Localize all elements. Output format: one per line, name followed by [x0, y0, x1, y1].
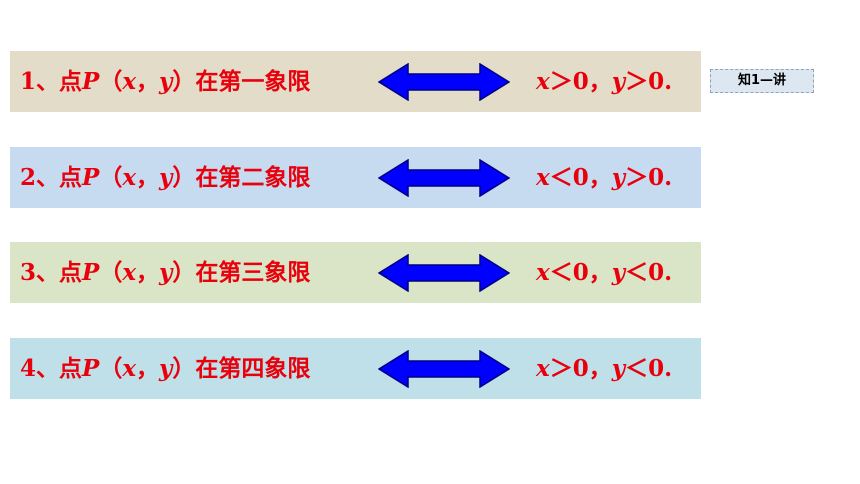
- result-text: x＜0，y＜0.: [536, 259, 673, 286]
- quadrant-row-4: 4、点P（x，y）在第四象限 x＞0，y＜0.: [10, 338, 701, 399]
- result-text: x＞0，y＜0.: [536, 355, 673, 382]
- double-headed-arrow-icon: [378, 254, 510, 292]
- double-headed-arrow-icon: [378, 159, 510, 197]
- condition-text: 4、点P（x，y）在第四象限: [20, 355, 311, 382]
- double-headed-arrow-icon: [378, 63, 510, 101]
- quadrant-row-1: 1、点P（x，y）在第一象限 x＞0，y＞0.: [10, 51, 701, 112]
- quadrant-row-3: 3、点P（x，y）在第三象限 x＜0，y＜0.: [10, 242, 701, 303]
- double-headed-arrow-icon: [378, 350, 510, 388]
- result-text: x＞0，y＞0.: [536, 68, 673, 95]
- lesson-badge: 知1—讲: [710, 69, 814, 93]
- result-text: x＜0，y＞0.: [536, 164, 673, 191]
- condition-text: 2、点P（x，y）在第二象限: [20, 164, 311, 191]
- condition-text: 1、点P（x，y）在第一象限: [20, 68, 311, 95]
- condition-text: 3、点P（x，y）在第三象限: [20, 259, 311, 286]
- quadrant-row-2: 2、点P（x，y）在第二象限 x＜0，y＞0.: [10, 147, 701, 208]
